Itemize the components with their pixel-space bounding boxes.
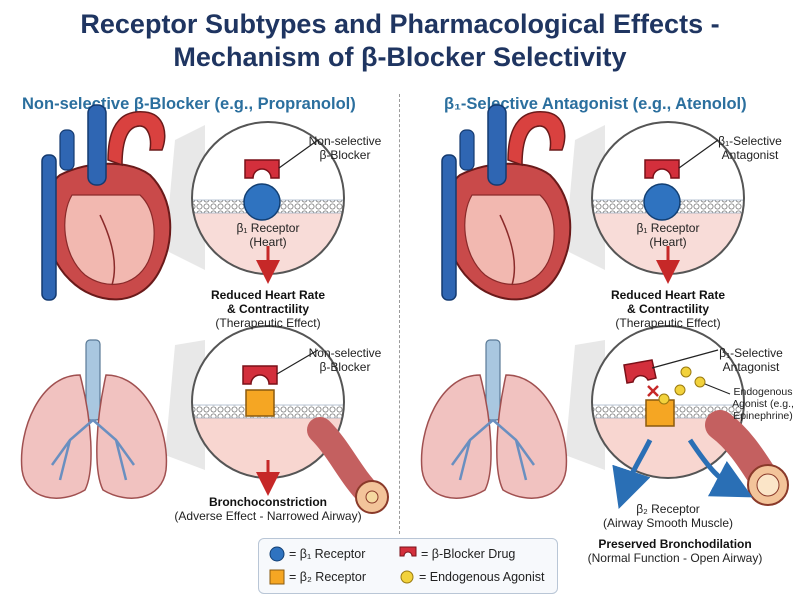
right-heart-drug [644,159,680,179]
title-line-1: Receptor Subtypes and Pharmacological Ef… [80,9,720,39]
legend: = β₁ Receptor = β₂ Receptor = β-Blocker … [258,538,558,594]
right-beta2-receptor [645,399,675,427]
left-lung-drug [242,365,278,385]
legend-item-beta1: = β₁ Receptor [269,546,365,562]
right-lung-effect: Preserved Bronchodilation (Normal Functi… [587,537,763,565]
legend-item-beta2: = β₂ Receptor [269,569,366,585]
right-heart-effect: Reduced Heart Rate & Contractility (Ther… [610,288,726,330]
left-beta2-receptor [245,389,275,417]
right-agonist-label: Endogenous Agonist (e.g., Epinephrine) [732,386,794,422]
right-lung-drug [623,359,657,384]
red-drug-icon [399,546,417,557]
blocked-x-icon [647,385,659,397]
right-heart-drug-label: β₁-Selective Antagonist [718,134,782,162]
yellow-dot-icon [400,570,414,584]
right-airway-tube [705,410,789,506]
left-lung-drug-label: Non-selective β-Blocker [308,346,382,374]
left-lungs-illustration [20,339,205,499]
column-divider [399,94,400,534]
right-heart-receptor-label: β₁ Receptor (Heart) [636,221,700,249]
agonist-dot-bound [658,393,670,405]
right-heart-illustration [441,104,605,301]
blue-circle-icon [269,546,285,562]
left-heart-drug-label: Non-selective β-Blocker [308,134,382,162]
right-lungs-illustration [420,339,605,499]
left-heart-drug [244,159,280,179]
title-line-2: Mechanism of β-Blocker Selectivity [173,42,627,72]
left-airway-tube [307,417,389,514]
right-lung-drug-label: β₁-Selective Antagonist [719,346,783,374]
legend-item-agonist: = Endogenous Agonist [399,569,544,585]
right-column-heading: β₁-Selective Antagonist (e.g., Atenolol) [444,95,747,113]
left-heart-effect: Reduced Heart Rate & Contractility (Ther… [210,288,326,330]
page-title: Receptor Subtypes and Pharmacological Ef… [0,8,800,74]
legend-item-drug: = β-Blocker Drug [399,546,515,562]
orange-square-icon [269,569,285,585]
agonist-dot-1 [680,366,692,378]
left-heart-illustration [41,104,205,301]
agonist-dot-3 [674,384,686,396]
right-beta2-receptor-label: β₂ Receptor (Airway Smooth Muscle) [602,502,734,530]
right-beta1-receptor [643,183,681,221]
agonist-dot-2 [694,376,706,388]
left-heart-receptor-label: β₁ Receptor (Heart) [236,221,300,249]
left-beta1-receptor [243,183,281,221]
left-lung-effect: Bronchoconstriction (Adverse Effect - Na… [174,495,362,523]
